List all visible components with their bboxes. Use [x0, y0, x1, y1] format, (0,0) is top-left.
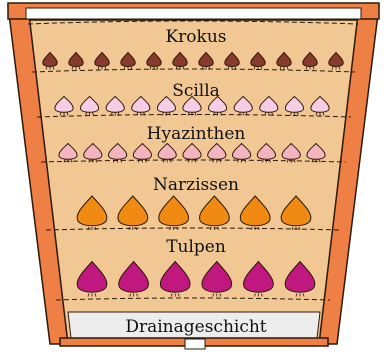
label-drainage: Drainageschicht — [125, 317, 266, 337]
label-scilla: Scilla — [172, 81, 220, 101]
label-krokus: Krokus — [165, 27, 226, 47]
drain-hole — [185, 339, 205, 349]
pot-rim-inner — [26, 8, 361, 19]
label-narzissen: Narzissen — [153, 175, 239, 195]
label-tulpen: Tulpen — [166, 237, 226, 257]
label-hyazinthen: Hyazinthen — [147, 124, 246, 144]
